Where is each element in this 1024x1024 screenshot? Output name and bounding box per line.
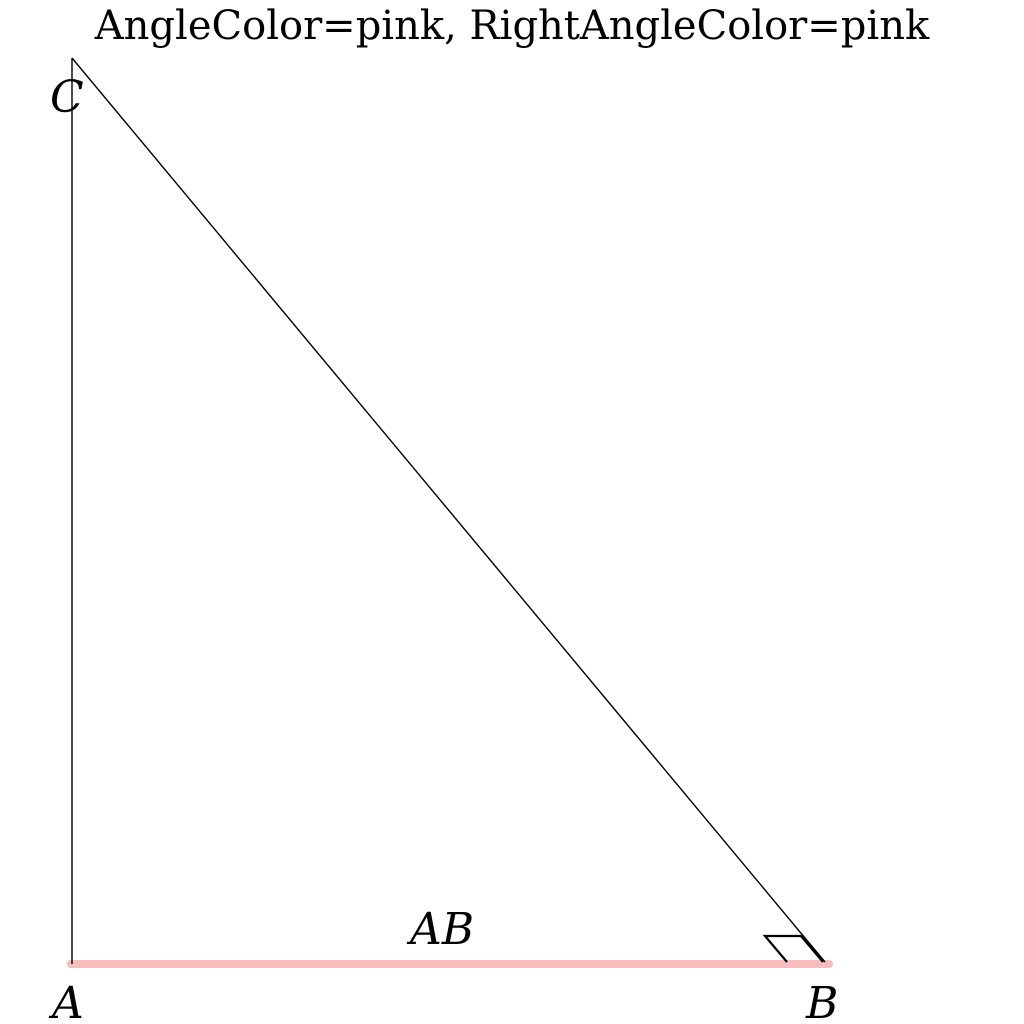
vertex-label-c: C — [50, 72, 84, 123]
vertex-label-b: B — [805, 978, 838, 1024]
vertex-label-a: A — [48, 978, 84, 1024]
side-cb — [71, 57, 826, 963]
right-angle-marker — [762, 934, 824, 963]
segment-label-ab: AB — [406, 904, 474, 955]
figure-title: AngleColor=pink, RightAngleColor=pink — [94, 3, 930, 49]
